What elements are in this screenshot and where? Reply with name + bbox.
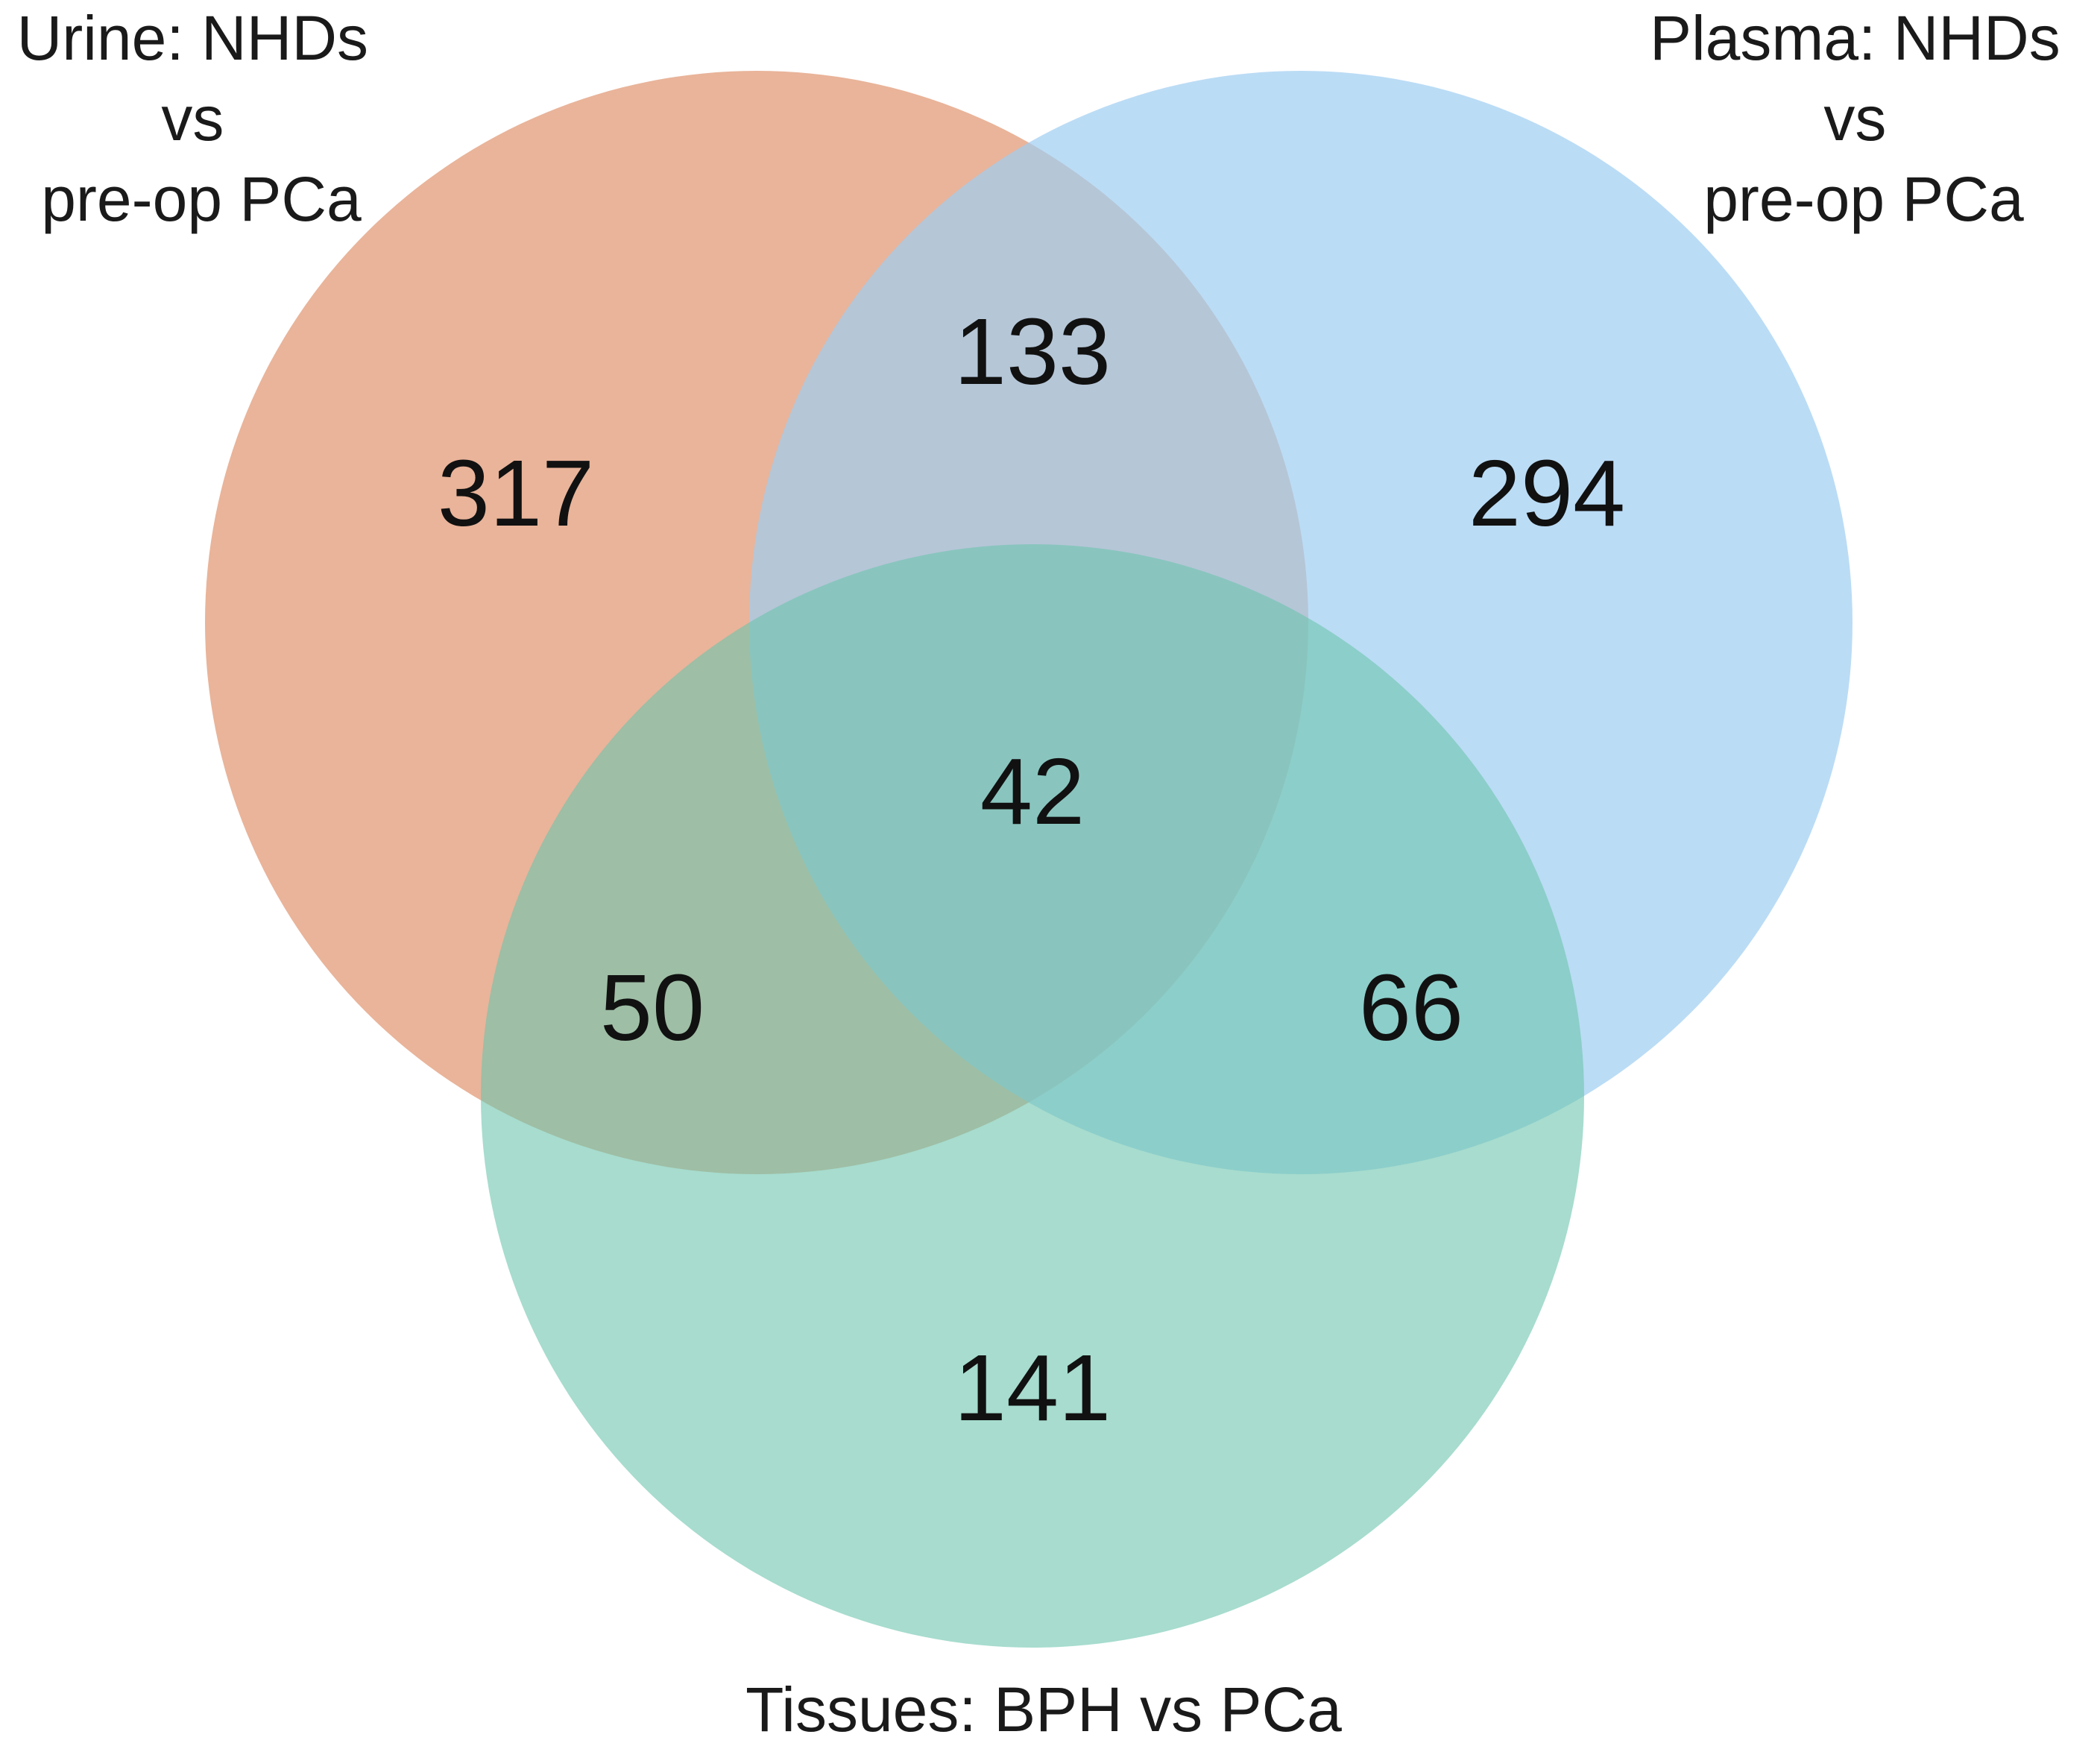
- count-urine-plasma: 133: [954, 299, 1111, 404]
- urine-label-line-2: vs: [161, 83, 224, 154]
- count-urine-only: 317: [438, 441, 594, 546]
- count-plasma-only: 294: [1469, 441, 1625, 546]
- tissues-set-label: Tissues: BPH vs PCa: [745, 1674, 1342, 1745]
- count-plasma-tissues: 66: [1359, 955, 1463, 1060]
- count-tissues-only: 141: [954, 1335, 1111, 1440]
- plasma-label-line-1: Plasma: NHDs: [1650, 3, 2060, 73]
- urine-set-label: Urine: NHDs vs pre-op PCa: [17, 3, 386, 234]
- plasma-set-label: Plasma: NHDs vs pre-op PCa: [1650, 3, 2078, 234]
- urine-label-line-3: pre-op PCa: [41, 164, 362, 234]
- urine-label-line-1: Urine: NHDs: [17, 3, 368, 73]
- count-all-three: 42: [980, 739, 1085, 844]
- count-urine-tissues: 50: [600, 955, 704, 1060]
- plasma-label-line-2: vs: [1823, 83, 1886, 154]
- tissues-circle: [481, 544, 1584, 1648]
- plasma-label-line-3: pre-op PCa: [1703, 164, 2024, 234]
